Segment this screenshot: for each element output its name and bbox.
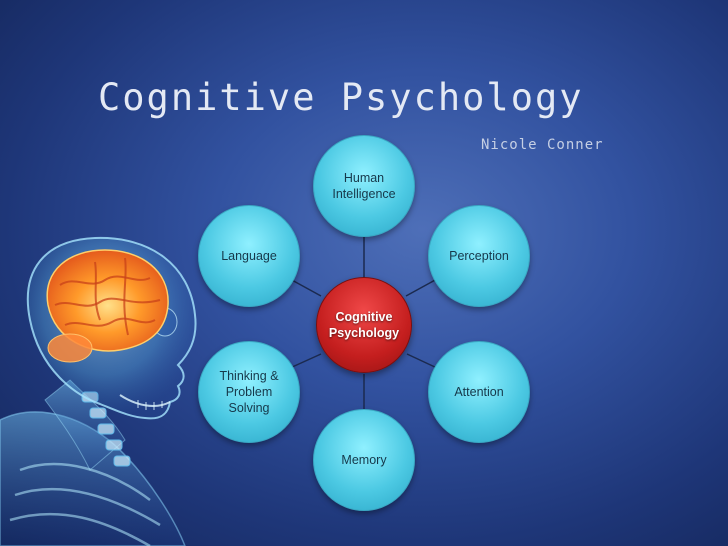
node-label: Language <box>221 249 277 263</box>
node-human-intelligence: Human Intelligence <box>313 135 415 237</box>
node-attention: Attention <box>428 341 530 443</box>
node-perception: Perception <box>428 205 530 307</box>
author-name: Nicole Conner <box>481 137 604 153</box>
node-language: Language <box>198 205 300 307</box>
node-label: Thinking & Problem Solving <box>219 369 279 415</box>
node-label: Memory <box>341 453 387 467</box>
node-label: Human Intelligence <box>332 171 396 201</box>
node-thinking-problem-solving: Thinking & Problem Solving <box>198 341 300 443</box>
connector-thinking <box>289 353 322 369</box>
slide-title: Cognitive Psychology <box>98 76 584 119</box>
connector-attention <box>406 353 438 369</box>
x-ray-head-brain-icon <box>0 236 197 546</box>
node-label: Perception <box>449 249 509 263</box>
center-label: Cognitive Psychology <box>328 310 400 340</box>
node-memory: Memory <box>313 409 415 511</box>
connector-perception <box>405 278 438 297</box>
connector-language <box>289 278 322 297</box>
node-label: Attention <box>454 385 504 399</box>
node-cognitive-psychology: Cognitive Psychology <box>316 277 412 373</box>
